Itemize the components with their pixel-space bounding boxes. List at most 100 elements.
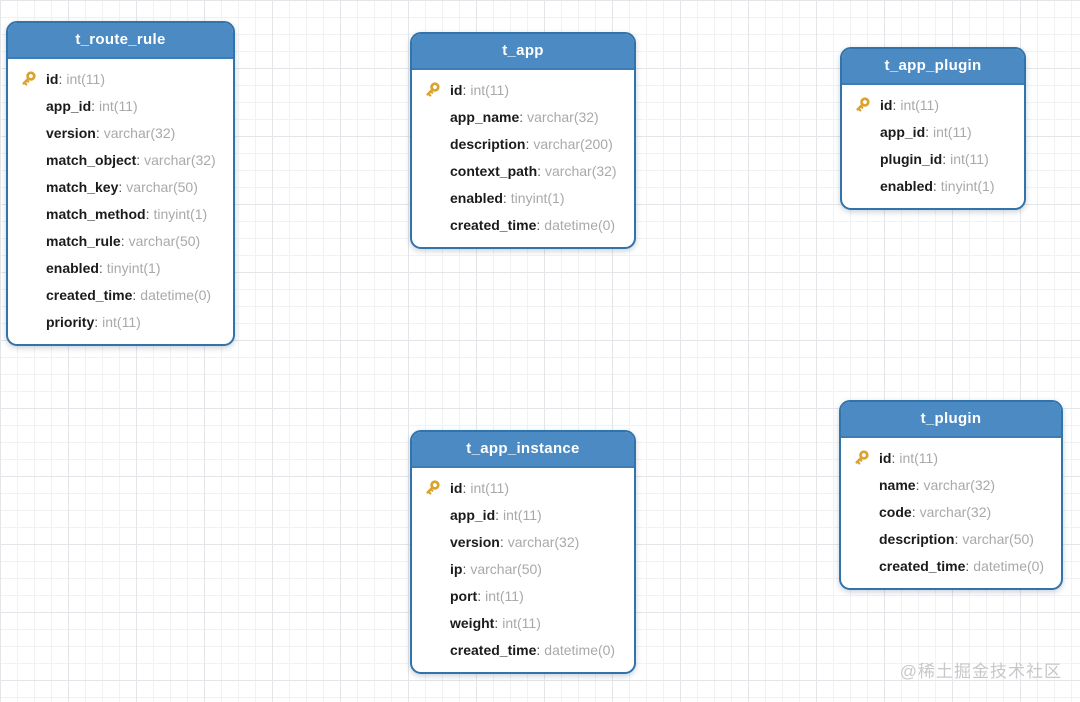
column-type: int(11): [503, 506, 542, 523]
column-name: app_id: [450, 506, 496, 523]
column-separator: :: [118, 178, 123, 195]
column-name: created_time: [46, 286, 133, 303]
table-title: t_plugin: [841, 402, 1061, 438]
column-type: datetime(0): [140, 286, 212, 303]
column-name: app_id: [880, 123, 926, 140]
column-type: int(11): [950, 150, 989, 167]
column-type: int(11): [66, 70, 105, 87]
column-separator: :: [891, 449, 896, 466]
column-type: int(11): [485, 587, 524, 604]
column-separator: :: [932, 177, 937, 194]
column-separator: :: [499, 533, 504, 550]
column-type: datetime(0): [973, 557, 1045, 574]
column-name: created_time: [450, 216, 537, 233]
primary-key-icon: [854, 96, 880, 113]
column-name: version: [46, 124, 96, 141]
column-name: plugin_id: [880, 150, 943, 167]
watermark: @稀土掘金技术社区: [899, 662, 1062, 681]
column-row: app_id:int(11): [20, 92, 225, 119]
table-columns: id:int(11)app_id:int(11)plugin_id:int(11…: [842, 85, 1024, 208]
column-type: varchar(50): [470, 560, 542, 577]
column-row: match_object:varchar(32): [20, 146, 225, 173]
column-name: description: [450, 135, 526, 152]
column-separator: :: [892, 96, 897, 113]
column-name: app_id: [46, 97, 92, 114]
column-separator: :: [91, 97, 96, 114]
column-type: varchar(200): [533, 135, 613, 152]
column-row: plugin_id:int(11): [854, 145, 1016, 172]
column-separator: :: [58, 70, 63, 87]
column-row: version:varchar(32): [20, 119, 225, 146]
column-type: varchar(50): [128, 232, 201, 249]
column-name: priority: [46, 313, 95, 330]
column-row: description:varchar(50): [853, 525, 1053, 552]
column-name: version: [450, 533, 500, 550]
column-type: int(11): [933, 123, 972, 140]
column-separator: :: [145, 205, 150, 222]
table-columns: id:int(11)app_id:int(11)version:varchar(…: [412, 468, 634, 672]
column-separator: :: [494, 614, 499, 631]
column-name: enabled: [880, 177, 933, 194]
column-name: id: [879, 449, 892, 466]
primary-key-icon: [20, 70, 46, 87]
column-name: match_key: [46, 178, 119, 195]
column-separator: :: [95, 124, 100, 141]
column-name: created_time: [450, 641, 537, 658]
column-type: varchar(32): [103, 124, 176, 141]
column-name: code: [879, 503, 912, 520]
column-name: weight: [450, 614, 495, 631]
column-row: match_rule:varchar(50): [20, 227, 225, 254]
column-type: int(11): [900, 96, 939, 113]
column-row: created_time:datetime(0): [20, 281, 225, 308]
column-row: code:varchar(32): [853, 498, 1053, 525]
column-type: varchar(32): [144, 151, 216, 168]
column-row: id:int(11): [853, 444, 1053, 471]
column-name: id: [46, 70, 59, 87]
column-row: enabled:tinyint(1): [20, 254, 225, 281]
column-type: varchar(32): [919, 503, 992, 520]
column-name: context_path: [450, 162, 538, 179]
column-separator: :: [965, 557, 970, 574]
column-type: varchar(32): [545, 162, 617, 179]
column-type: int(11): [470, 479, 509, 496]
column-type: int(11): [502, 614, 541, 631]
column-name: enabled: [450, 189, 503, 206]
column-type: int(11): [102, 313, 141, 330]
column-row: app_name:varchar(32): [424, 103, 626, 130]
column-separator: :: [954, 530, 959, 547]
column-type: int(11): [470, 81, 509, 98]
column-separator: :: [536, 641, 541, 658]
column-type: int(11): [899, 449, 938, 466]
column-type: datetime(0): [544, 641, 616, 658]
column-row: enabled:tinyint(1): [854, 172, 1016, 199]
table-title: t_app: [412, 34, 634, 70]
table-columns: id:int(11)app_name:varchar(32)descriptio…: [412, 70, 634, 247]
column-separator: :: [925, 123, 930, 140]
primary-key-icon: [853, 449, 879, 466]
column-separator: :: [136, 151, 141, 168]
column-separator: :: [132, 286, 137, 303]
column-row: enabled:tinyint(1): [424, 184, 626, 211]
column-separator: :: [495, 506, 500, 523]
table-title: t_route_rule: [8, 23, 233, 59]
primary-key-icon: [424, 479, 450, 496]
column-type: tinyint(1): [153, 205, 208, 222]
column-separator: :: [536, 216, 541, 233]
column-name: ip: [450, 560, 463, 577]
column-type: tinyint(1): [106, 259, 161, 276]
column-row: created_time:datetime(0): [853, 552, 1053, 579]
column-name: id: [880, 96, 893, 113]
column-name: match_object: [46, 151, 137, 168]
column-type: tinyint(1): [510, 189, 565, 206]
column-row: app_id:int(11): [854, 118, 1016, 145]
column-row: priority:int(11): [20, 308, 225, 335]
column-separator: :: [915, 476, 920, 493]
column-separator: :: [462, 560, 467, 577]
column-type: varchar(50): [962, 530, 1034, 547]
